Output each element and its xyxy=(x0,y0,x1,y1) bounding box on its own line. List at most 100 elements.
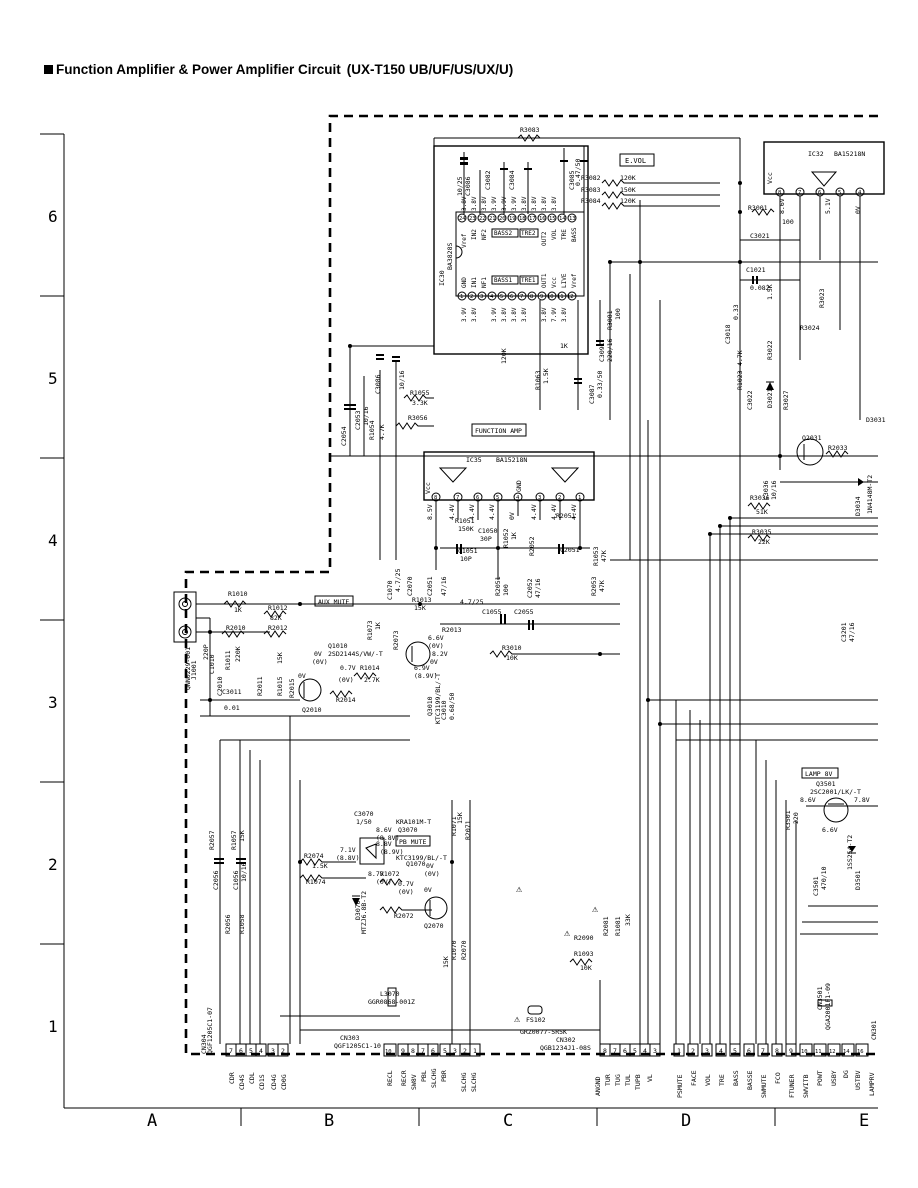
svg-text:5: 5 xyxy=(249,1047,253,1055)
svg-text:R3024: R3024 xyxy=(800,324,820,332)
svg-text:Q1010: Q1010 xyxy=(328,642,348,650)
svg-text:8.7V: 8.7V xyxy=(368,870,384,878)
svg-text:R1014: R1014 xyxy=(360,664,380,672)
svg-text:R2011: R2011 xyxy=(256,676,264,696)
svg-text:0.7V: 0.7V xyxy=(340,664,356,672)
svg-text:R2013: R2013 xyxy=(442,626,462,634)
svg-text:22K: 22K xyxy=(758,538,770,546)
svg-text:1K: 1K xyxy=(510,532,518,540)
svg-text:BA15218N: BA15218N xyxy=(834,150,865,158)
svg-text:1.5K: 1.5K xyxy=(766,284,774,300)
svg-text:C3018: C3018 xyxy=(724,324,732,344)
svg-text:USTBV: USTBV xyxy=(854,1070,862,1090)
svg-text:OUT1: OUT1 xyxy=(541,273,548,288)
svg-text:8: 8 xyxy=(778,190,781,196)
svg-text:R3027: R3027 xyxy=(782,390,790,410)
svg-text:C2052: C2052 xyxy=(526,578,534,598)
svg-text:C3082: C3082 xyxy=(484,170,492,190)
title-bullet-icon xyxy=(44,65,53,74)
ic30-bottom-pins: 1 2 3 4 5 6 7 8 9 10 11 12 xyxy=(457,291,577,301)
svg-text:TUG: TUG xyxy=(614,1074,622,1086)
svg-text:0V: 0V xyxy=(424,886,432,894)
ic35-components: R1051 150K C1050 30P R1052 1K C1051 10P … xyxy=(386,500,608,600)
svg-text:0V: 0V xyxy=(430,658,438,666)
svg-text:R1023: R1023 xyxy=(736,370,744,390)
svg-text:4: 4 xyxy=(490,294,494,300)
svg-text:R2057: R2057 xyxy=(208,830,216,850)
svg-text:0V: 0V xyxy=(314,650,322,658)
junction-dots xyxy=(208,181,782,864)
svg-text:R2052: R2052 xyxy=(528,536,536,556)
svg-text:R1057: R1057 xyxy=(230,830,238,850)
svg-text:D3034: D3034 xyxy=(854,496,862,516)
svg-text:1N4148M-T2: 1N4148M-T2 xyxy=(866,475,874,514)
svg-text:10/25: 10/25 xyxy=(456,176,464,196)
svg-text:C1051: C1051 xyxy=(458,547,478,555)
svg-text:47K: 47K xyxy=(598,580,606,592)
svg-text:6: 6 xyxy=(239,1047,243,1055)
svg-text:4.4V: 4.4V xyxy=(448,504,456,520)
svg-text:220K: 220K xyxy=(234,646,242,662)
svg-text:(8.9V): (8.9V) xyxy=(380,848,403,856)
svg-text:8.6V: 8.6V xyxy=(376,826,392,834)
svg-text:10: 10 xyxy=(385,1049,392,1055)
svg-text:3.8V: 3.8V xyxy=(501,307,508,322)
svg-text:Q1070: Q1070 xyxy=(406,860,426,868)
svg-text:R1071: R1071 xyxy=(450,816,458,836)
svg-text:RECL: RECL xyxy=(386,1070,394,1086)
svg-text:D3070: D3070 xyxy=(354,900,362,920)
svg-text:47/16: 47/16 xyxy=(534,578,542,598)
svg-text:C1050: C1050 xyxy=(478,527,498,535)
svg-text:7: 7 xyxy=(229,1047,233,1055)
svg-text:IN2: IN2 xyxy=(471,229,478,240)
svg-text:C3022: C3022 xyxy=(746,390,754,410)
ic30-top-voltages: 3.8V 3.8V 3.8V 3.9V 3.9V 3.9V 3.8V 3.8V … xyxy=(461,196,558,211)
svg-text:4.7/25: 4.7/25 xyxy=(394,568,402,592)
svg-text:CD0G: CD0G xyxy=(280,1074,288,1090)
svg-text:3.3K: 3.3K xyxy=(412,399,428,407)
svg-text:C1056: C1056 xyxy=(232,870,240,890)
svg-text:Vref: Vref xyxy=(461,233,468,248)
svg-text:R1054: R1054 xyxy=(368,420,376,440)
svg-text:J1001: J1001 xyxy=(190,660,198,680)
lamp-8v-section: LAMP 8V Q3501 2SC2001/LK/-T 8.6V 7.8V 6.… xyxy=(784,767,878,1030)
ic30-body xyxy=(433,145,589,355)
svg-text:(8.9V): (8.9V) xyxy=(414,672,437,680)
svg-text:PB MUTE: PB MUTE xyxy=(399,838,426,846)
svg-text:10K: 10K xyxy=(506,654,518,662)
svg-text:7: 7 xyxy=(761,1047,765,1055)
svg-text:3.9V: 3.9V xyxy=(491,196,498,211)
svg-text:TRE2: TRE2 xyxy=(521,230,536,237)
svg-text:3.8V: 3.8V xyxy=(541,196,548,211)
svg-text:RECR: RECR xyxy=(400,1070,408,1086)
svg-text:C3091: C3091 xyxy=(598,342,606,362)
svg-text:4.4V: 4.4V xyxy=(488,504,496,520)
svg-text:CDL: CDL xyxy=(248,1072,256,1084)
row-label: 6 xyxy=(48,207,58,226)
svg-text:6: 6 xyxy=(431,1047,435,1055)
svg-text:Vcc: Vcc xyxy=(424,482,432,494)
board-outline xyxy=(184,114,878,1056)
column-label: B xyxy=(324,1111,334,1131)
svg-text:4: 4 xyxy=(516,495,520,501)
svg-text:4.4V: 4.4V xyxy=(550,504,558,520)
svg-text:7: 7 xyxy=(520,294,523,300)
svg-text:4.4V: 4.4V xyxy=(468,504,476,520)
warning-icon: ⚠ xyxy=(592,904,599,915)
svg-text:TUR: TUR xyxy=(604,1074,612,1086)
svg-text:5.1V: 5.1V xyxy=(824,198,832,214)
svg-text:R1093: R1093 xyxy=(574,950,594,958)
svg-text:1/50: 1/50 xyxy=(356,818,372,826)
svg-text:Q2010: Q2010 xyxy=(302,706,322,714)
cn303: CN303 QGF1205C1-10 10 9 8 7 6 5 3 2 1 RE… xyxy=(334,1034,481,1092)
svg-text:150K: 150K xyxy=(620,186,636,194)
svg-text:10P: 10P xyxy=(460,555,472,563)
svg-text:3.9V: 3.9V xyxy=(511,196,518,211)
svg-text:3: 3 xyxy=(480,294,483,300)
svg-text:R1053: R1053 xyxy=(592,546,600,566)
svg-text:QGB1234J1-08S: QGB1234J1-08S xyxy=(540,1044,591,1052)
svg-text:7: 7 xyxy=(456,495,459,501)
svg-text:10/16: 10/16 xyxy=(362,406,370,426)
svg-text:15K: 15K xyxy=(442,956,450,968)
svg-text:8.6V: 8.6V xyxy=(800,796,816,804)
